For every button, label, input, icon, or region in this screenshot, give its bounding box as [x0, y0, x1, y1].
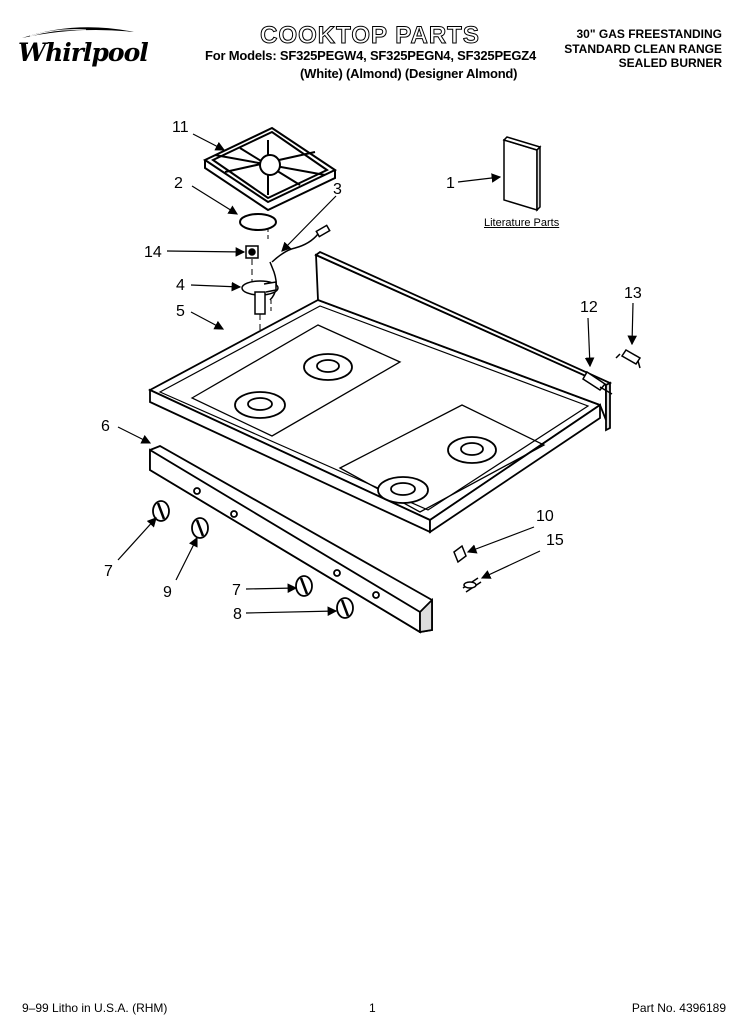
callout-3: 3 — [333, 181, 342, 198]
literature-parts-label: Literature Parts — [484, 217, 560, 229]
brand-wordmark: Whirlpool — [18, 38, 149, 67]
callout-13: 13 — [624, 285, 642, 302]
callout-9: 9 — [163, 584, 172, 601]
ignitor-part-13 — [615, 349, 642, 369]
hinge-clip — [453, 544, 467, 564]
callout-7b: 7 — [232, 582, 241, 599]
description-line: SEALED BURNER — [618, 56, 722, 70]
models-line: For Models: SF325PEGW4, SF325PEGN4, SF32… — [205, 48, 537, 63]
footer-litho: 9–99 Litho in U.S.A. (RHM) — [22, 1001, 168, 1015]
footer-part-number: Part No. 4396189 — [631, 1001, 726, 1015]
whirlpool-logo: Whirlpool — [16, 24, 149, 76]
burner-cap — [239, 213, 277, 231]
orifice-hood — [245, 245, 259, 259]
control-knobs — [152, 500, 354, 619]
callout-12: 12 — [580, 299, 598, 316]
description-line: STANDARD CLEAN RANGE — [564, 42, 722, 56]
callout-6: 6 — [101, 418, 110, 435]
knob-9 — [191, 517, 209, 539]
page-title: COOKTOP PARTS — [260, 22, 480, 50]
callout-15: 15 — [546, 532, 564, 549]
knob-8 — [336, 597, 354, 619]
screw — [462, 577, 482, 593]
literature-booklet — [502, 136, 542, 212]
callout-1: 1 — [446, 175, 455, 192]
spark-switch-part-12 — [581, 370, 613, 395]
cooktop — [147, 250, 613, 534]
leader-arrows — [117, 133, 638, 616]
control-panel — [149, 445, 433, 634]
description-line: 30" GAS FREESTANDING — [576, 27, 723, 41]
spark-electrode-wire — [269, 224, 331, 301]
callout-labels: 11 2 3 14 4 5 1 12 13 6 7 9 7 8 10 15 — [101, 119, 642, 623]
callout-7a: 7 — [104, 563, 113, 580]
callout-5: 5 — [176, 303, 185, 320]
footer-page-number: 1 — [369, 1001, 376, 1015]
callout-11: 11 — [172, 119, 189, 136]
colors-line: (White) (Almond) (Designer Almond) — [300, 66, 518, 81]
burner-grate — [202, 126, 338, 212]
callout-8: 8 — [233, 606, 242, 623]
burner-base — [241, 280, 279, 315]
callout-10: 10 — [536, 508, 554, 525]
callout-14: 14 — [144, 244, 162, 261]
callout-4: 4 — [176, 277, 185, 294]
knob-7a — [152, 500, 170, 522]
callout-2: 2 — [174, 175, 183, 192]
knob-7b — [295, 575, 313, 597]
